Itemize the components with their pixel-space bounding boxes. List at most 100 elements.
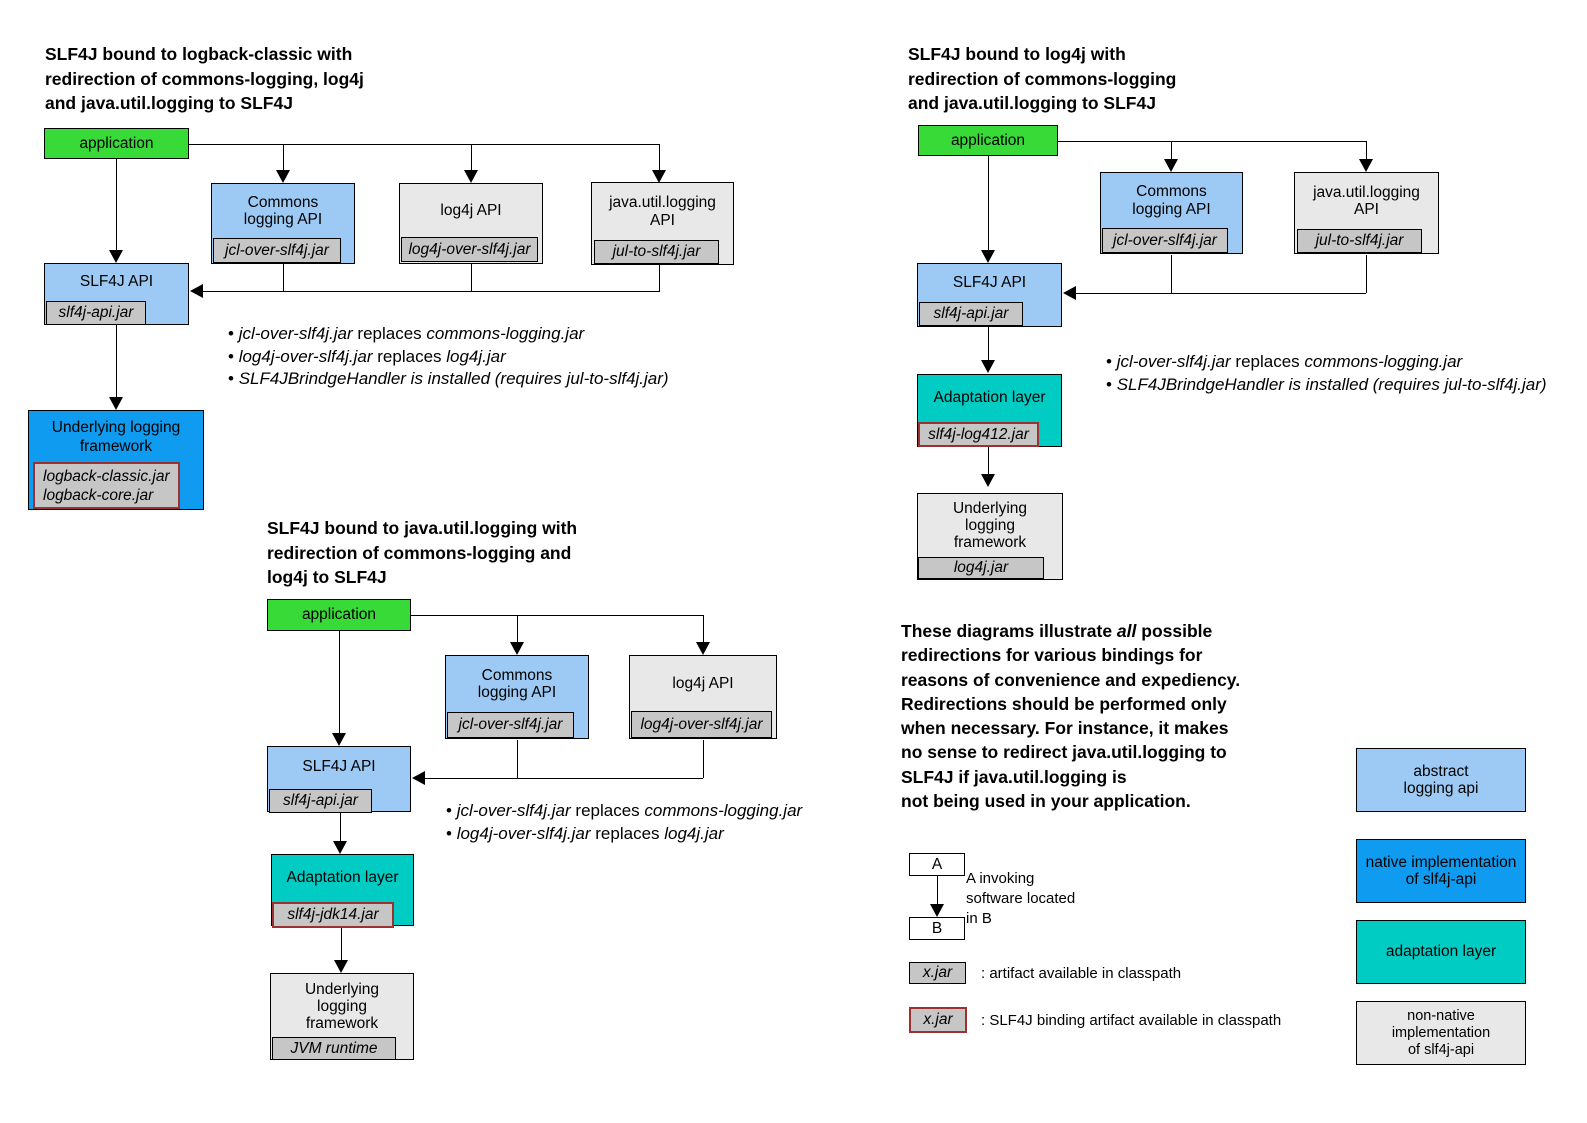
note-line8: not being used in your application.: [901, 791, 1191, 812]
d3-bullet-2: • log4j-over-slf4j.jar replaces log4j.ja…: [446, 823, 724, 843]
d2-slf4j-log412-jar-tab: slf4j-log412.jar: [918, 422, 1039, 447]
d1-bullet-3: • SLF4JBrindgeHandler is installed (requ…: [228, 369, 669, 388]
note-line5: when necessary. For instance, it makes: [901, 718, 1229, 739]
d1-branch-commons-line: [283, 144, 284, 170]
d1-branch-commons-head: [276, 170, 290, 183]
note-paragraph: These diagrams illustrate all possible r…: [901, 619, 1240, 813]
d3-jvm-runtime-tab: JVM runtime: [272, 1037, 396, 1060]
d1-branch-log4j-line: [471, 144, 472, 170]
legend-adaptation-layer-box: adaptation layer: [1356, 920, 1526, 984]
legend-ab-arrow-line: [937, 876, 938, 904]
note-line3: reasons of convenience and expediency.: [901, 669, 1241, 690]
d3-title-line2: redirection of commons-logging and: [267, 542, 572, 563]
legend-adaptation-layer-line1: adaptation layer: [1385, 943, 1497, 961]
d2-jcl-over-slf4j-jar-tab: jcl-over-slf4j.jar: [1102, 228, 1228, 253]
d1-branch-jul-line: [659, 144, 660, 170]
d2-arrow-slf4j-adaptation-head: [981, 360, 995, 373]
d1-bullet-1: • jcl-over-slf4j.jar replaces commons-lo…: [228, 324, 585, 343]
note-line6: no sense to redirect java.util.logging t…: [901, 742, 1227, 763]
legend-abstract-api-line2: logging api: [1403, 780, 1479, 797]
d1-title: SLF4J bound to logback-classic with redi…: [45, 42, 364, 116]
d1-logback-jars-tab: logback-classic.jar logback-core.jar: [33, 462, 180, 509]
d3-application-box: application: [267, 599, 411, 631]
d2-title-line3: and java.util.logging to SLF4J: [908, 93, 1156, 113]
d2-branch-commons-line: [1171, 141, 1172, 159]
d2-branch-jul-head: [1359, 159, 1373, 172]
d2-merge-horizontal-line: [1076, 293, 1366, 294]
d1-arrow-slf4j-underlying-line: [116, 325, 117, 397]
d1-jul-label-line2: API: [650, 211, 675, 229]
d3-merge-log4j-line: [703, 740, 704, 778]
d2-underlying-label-line3: framework: [953, 534, 1027, 551]
d1-merge-horizontal-line: [203, 291, 660, 292]
legend-b-box: B: [909, 917, 965, 940]
d2-slf4j-api-jar-tab: slf4j-api.jar: [919, 302, 1023, 326]
d3-arrow-adaptation-underlying-head: [334, 960, 348, 973]
note-line4: Redirections should be performed only: [901, 693, 1227, 714]
d1-branch-jul-head: [652, 170, 666, 183]
d1-jul-label-line1: java.util.logging: [609, 194, 716, 211]
d1-logback-classic-jar: logback-classic.jar: [43, 467, 170, 485]
d2-commons-label-line1: Commons: [1136, 183, 1207, 200]
d1-merge-jul-line: [659, 265, 660, 291]
d3-arrow-slf4j-adaptation-line: [340, 813, 341, 841]
d1-merge-arrow-head: [190, 284, 203, 298]
legend-ab-desc-line2: software located: [966, 890, 1076, 907]
d2-bullet-1: • jcl-over-slf4j.jar replaces commons-lo…: [1106, 352, 1463, 371]
d1-top-line: [189, 144, 660, 145]
d2-bullet-notes: • jcl-over-slf4j.jar replaces commons-lo…: [1106, 351, 1547, 396]
d3-commons-label-line1: Commons: [481, 666, 553, 684]
d2-branch-jul-line: [1366, 141, 1367, 159]
d3-branch-commons-head: [510, 642, 524, 655]
d2-jul-label-line2: API: [1354, 201, 1379, 218]
d2-branch-commons-head: [1164, 159, 1178, 172]
legend-abstract-api-line1: abstract: [1413, 762, 1469, 780]
d1-title-line3: and java.util.logging to SLF4J: [45, 93, 293, 113]
d3-underlying-label-line3: framework: [305, 1014, 379, 1032]
d2-arrow-adaptation-underlying-head: [981, 474, 995, 487]
d3-branch-log4j-line: [703, 615, 704, 642]
note-line7: SLF4J if java.util.logging is: [901, 766, 1127, 787]
d1-log4j-over-slf4j-jar-tab: log4j-over-slf4j.jar: [401, 237, 538, 262]
legend-ab-arrow-head: [930, 904, 944, 917]
d2-title-line2: redirection of commons-logging: [908, 68, 1177, 89]
d3-arrow-adaptation-underlying-line: [341, 928, 342, 960]
d3-underlying-label-line2: logging: [317, 997, 367, 1015]
legend-non-native-impl-box: non-native implementation of slf4j-api: [1356, 1001, 1526, 1065]
d1-commons-label-line1: Commons: [247, 193, 319, 211]
d3-arrow-app-slf4j-line: [339, 631, 340, 733]
d3-branch-commons-line: [517, 615, 518, 642]
legend-plain-jar-tab: x.jar: [909, 962, 966, 984]
d1-commons-label-line2: logging API: [243, 211, 323, 228]
d3-slf4j-jdk14-jar-tab: slf4j-jdk14.jar: [272, 902, 394, 928]
legend-native-impl-line1: native implementation: [1365, 853, 1517, 871]
d3-arrow-slf4j-adaptation-head: [333, 841, 347, 854]
d1-logback-core-jar: logback-core.jar: [43, 486, 154, 504]
d1-arrow-app-slf4j-line: [116, 159, 117, 250]
d2-arrow-adaptation-underlying-line: [988, 447, 989, 474]
d3-title: SLF4J bound to java.util.logging with re…: [267, 516, 577, 590]
legend-native-impl-line2: of slf4j-api: [1405, 871, 1477, 888]
legend-binding-jar-description: : SLF4J binding artifact available in cl…: [981, 1012, 1282, 1029]
d2-arrow-app-slf4j-head: [981, 250, 995, 263]
d3-jcl-over-slf4j-jar-tab: jcl-over-slf4j.jar: [447, 712, 574, 738]
d2-title: SLF4J bound to log4j with redirection of…: [908, 42, 1176, 116]
d3-title-line3: log4j to SLF4J: [267, 567, 387, 587]
d2-log4j-jar-tab: log4j.jar: [918, 557, 1044, 579]
d3-merge-commons-line: [517, 740, 518, 778]
d1-underlying-label-line1: Underlying logging: [51, 419, 181, 436]
d1-jcl-over-slf4j-jar-tab: jcl-over-slf4j.jar: [213, 238, 341, 263]
legend-plain-jar-description: : artifact available in classpath: [981, 965, 1182, 982]
d2-arrow-slf4j-adaptation-line: [988, 327, 989, 360]
d2-underlying-label-line1: Underlying: [952, 500, 1028, 517]
d2-merge-jul-line: [1366, 255, 1367, 293]
d2-application-box: application: [918, 125, 1058, 156]
d3-title-line1: SLF4J bound to java.util.logging with: [267, 518, 578, 538]
d1-application-box: application: [44, 128, 189, 159]
d2-arrow-app-slf4j-line: [988, 156, 989, 250]
legend-a-box: A: [909, 853, 965, 876]
d3-branch-log4j-head: [696, 642, 710, 655]
d1-bullet-notes: • jcl-over-slf4j.jar replaces commons-lo…: [228, 323, 669, 391]
d1-title-line1: SLF4J bound to logback-classic with: [45, 44, 353, 64]
